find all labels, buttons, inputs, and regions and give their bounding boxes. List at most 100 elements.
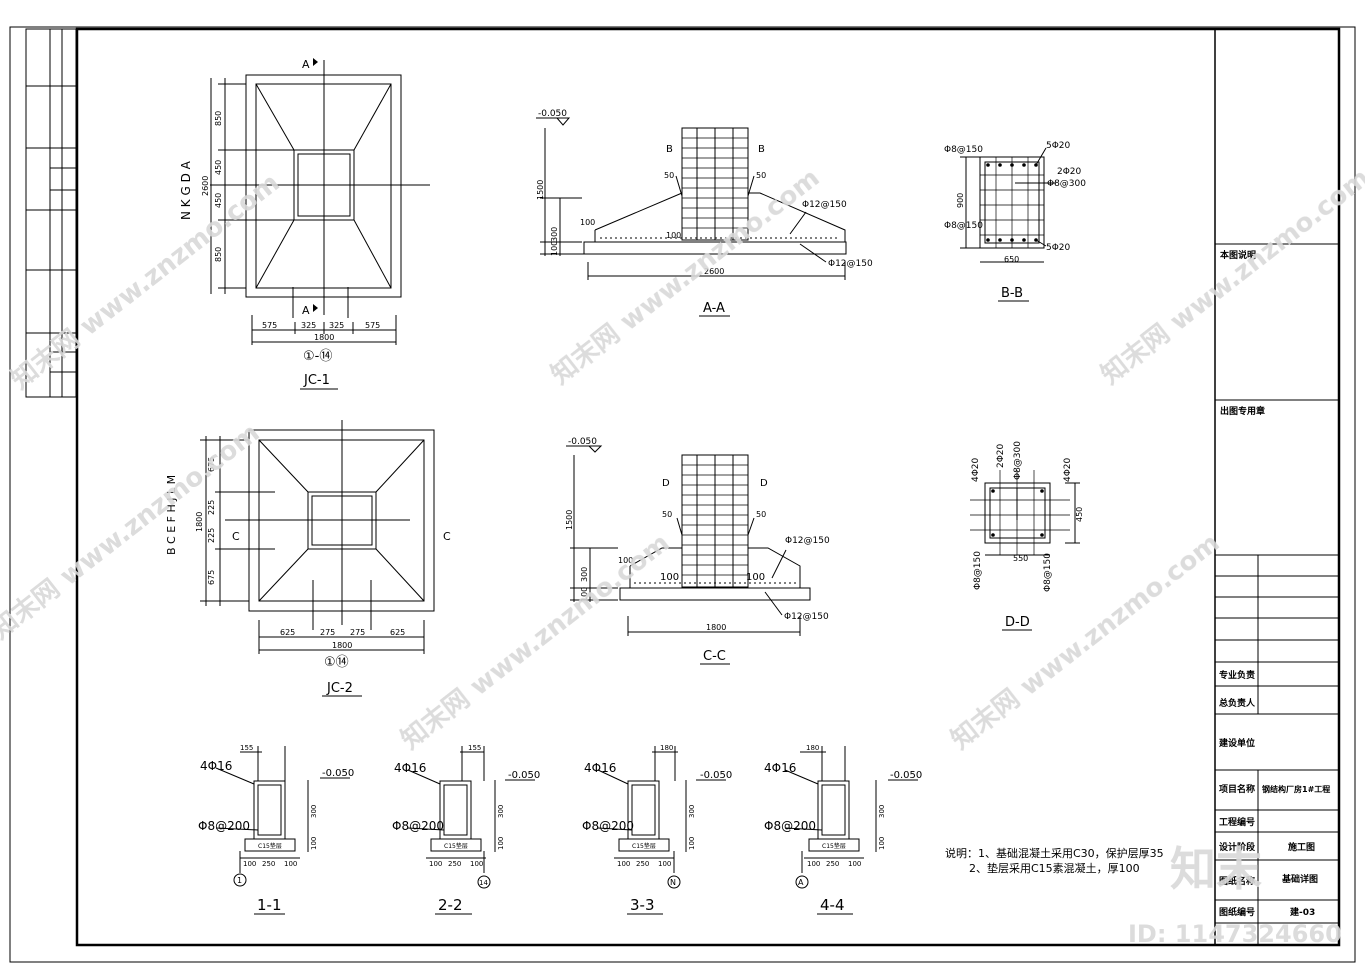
svg-text:4Φ16: 4Φ16 (764, 761, 796, 775)
svg-text:知末网 www.znzmo.com: 知末网 www.znzmo.com (946, 528, 1226, 756)
svg-text:100: 100 (284, 860, 297, 868)
svg-text:-0.050: -0.050 (538, 109, 567, 119)
svg-text:项目名称: 项目名称 (1219, 783, 1255, 795)
svg-text:C15垫层: C15垫层 (822, 842, 846, 850)
svg-text:900: 900 (956, 193, 965, 208)
svg-text:100: 100 (807, 860, 820, 868)
s3-title: 3-3 (630, 896, 655, 914)
svg-text:180: 180 (660, 744, 673, 752)
svg-text:C: C (443, 530, 451, 543)
section-1-1: 155 4Φ16 Φ8@200 -0.050 300 100 C15垫层 100… (198, 744, 354, 915)
watermark-id: ID: 1147324660 (1128, 920, 1342, 948)
svg-text:C15垫层: C15垫层 (632, 842, 656, 850)
svg-text:1800: 1800 (332, 641, 352, 650)
binding-strip (25, 28, 77, 398)
svg-text:675: 675 (207, 570, 216, 585)
svg-text:625: 625 (390, 628, 405, 637)
svg-text:325: 325 (329, 321, 344, 330)
svg-text:D: D (662, 478, 670, 489)
svg-text:155: 155 (468, 744, 481, 752)
svg-text:Φ8@300: Φ8@300 (1047, 179, 1086, 189)
section-aa: -0.050 1500 100 300 100 2600 50 (536, 109, 873, 317)
svg-text:B: B (666, 144, 673, 155)
svg-text:A: A (302, 304, 310, 317)
bb-title: B-B (1001, 286, 1023, 301)
svg-text:625: 625 (280, 628, 295, 637)
svg-text:工程编号: 工程编号 (1219, 816, 1255, 828)
svg-text:100: 100 (617, 860, 630, 868)
section-bb: 5Φ20 2Φ20 Φ8@300 Φ8@150 Φ8@150 5Φ20 900 … (944, 141, 1086, 302)
svg-text:4Φ16: 4Φ16 (200, 759, 232, 773)
svg-text:100: 100 (429, 860, 442, 868)
svg-text:300: 300 (550, 227, 559, 242)
svg-text:155: 155 (240, 744, 253, 752)
svg-text:300: 300 (688, 805, 696, 818)
svg-text:850: 850 (214, 247, 223, 262)
svg-text:Φ8@150: Φ8@150 (1043, 553, 1053, 592)
svg-text:300: 300 (580, 567, 589, 582)
dd-title: D-D (1005, 615, 1030, 630)
svg-text:5Φ20: 5Φ20 (1046, 141, 1071, 151)
svg-text:100: 100 (310, 837, 318, 850)
svg-text:250: 250 (262, 860, 275, 868)
svg-text:450: 450 (1075, 507, 1084, 522)
outer-border (9, 26, 1356, 963)
svg-text:575: 575 (262, 321, 277, 330)
svg-text:100: 100 (666, 231, 681, 240)
s4-title: 4-4 (820, 896, 845, 914)
svg-text:100: 100 (580, 587, 589, 602)
svg-text:知末网 www.znzmo.com: 知末网 www.znzmo.com (1096, 163, 1365, 391)
svg-text:675: 675 (207, 457, 216, 472)
svg-text:100: 100 (848, 860, 861, 868)
svg-text:-0.050: -0.050 (700, 770, 732, 781)
svg-text:Φ8@300: Φ8@300 (1013, 441, 1023, 480)
svg-text:①-⑭: ①-⑭ (303, 349, 332, 364)
svg-text:Φ8@200: Φ8@200 (582, 819, 634, 833)
svg-text:知末网 www.znzmo.com: 知末网 www.znzmo.com (396, 528, 676, 756)
svg-text:1500: 1500 (536, 180, 545, 200)
svg-text:275: 275 (350, 628, 365, 637)
svg-text:50: 50 (662, 510, 672, 519)
svg-text:4Φ16: 4Φ16 (394, 761, 426, 775)
svg-text:图纸名称: 图纸名称 (1219, 875, 1255, 887)
svg-text:1500: 1500 (565, 510, 574, 530)
svg-text:325: 325 (301, 321, 316, 330)
svg-text:100: 100 (550, 241, 559, 256)
svg-text:300: 300 (497, 805, 505, 818)
jc2-title: JC-2 (326, 681, 353, 696)
svg-text:100: 100 (658, 860, 671, 868)
section-cc: -0.050 1500 100 300 100 1800 (565, 437, 830, 665)
svg-text:-0.050: -0.050 (322, 768, 354, 779)
svg-text:4Φ20: 4Φ20 (1063, 457, 1073, 482)
svg-text:-0.050: -0.050 (508, 770, 540, 781)
svg-text:A: A (798, 878, 804, 887)
svg-text:4Φ16: 4Φ16 (584, 761, 616, 775)
svg-text:2600: 2600 (201, 176, 210, 196)
svg-text:100: 100 (878, 837, 886, 850)
svg-text:450: 450 (214, 193, 223, 208)
svg-text:Φ8@150: Φ8@150 (944, 145, 983, 155)
svg-text:-0.050: -0.050 (568, 437, 597, 447)
s1-title: 1-1 (257, 896, 282, 914)
design-stage: 施工图 (1288, 841, 1315, 853)
svg-text:C15垫层: C15垫层 (258, 842, 282, 850)
svg-text:知末网 www.znzmo.com: 知末网 www.znzmo.com (6, 168, 286, 396)
svg-text:2Φ20: 2Φ20 (996, 443, 1006, 468)
jc1-title: JC-1 (303, 373, 330, 388)
svg-text:N K G D A: N K G D A (179, 160, 193, 220)
section-dd: 4Φ20 2Φ20 Φ8@300 4Φ20 Φ8@150 Φ8@150 450 … (970, 441, 1084, 631)
project-name: 钢结构厂房1#工程 (1262, 784, 1330, 794)
svg-text:550: 550 (1013, 554, 1028, 563)
svg-text:Φ8@200: Φ8@200 (198, 819, 250, 833)
svg-text:50: 50 (756, 510, 766, 519)
svg-text:知末网 www.znzmo.com: 知末网 www.znzmo.com (0, 418, 265, 646)
cc-title: C-C (703, 649, 726, 664)
svg-text:100: 100 (660, 572, 679, 583)
svg-text:225: 225 (207, 528, 216, 543)
stamp-label: 出图专用章 (1220, 405, 1265, 417)
svg-text:300: 300 (310, 805, 318, 818)
svg-text:100: 100 (688, 837, 696, 850)
svg-text:14: 14 (479, 879, 488, 887)
svg-text:275: 275 (320, 628, 335, 637)
svg-text:100: 100 (580, 218, 595, 227)
